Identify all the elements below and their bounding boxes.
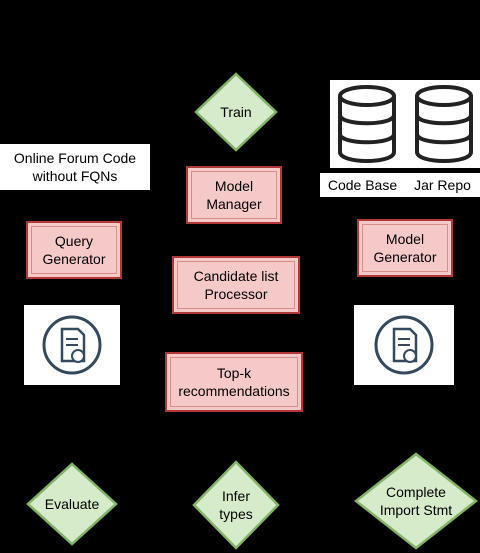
- evaluate-decision: Evaluate: [26, 462, 118, 546]
- infer-types-label: Infer types: [219, 487, 253, 522]
- query-document-panel: [24, 305, 120, 385]
- train-diamond-shape: [194, 72, 278, 152]
- topk-recommendations-node: Top-k recommendations: [165, 352, 303, 412]
- query-generator-node: Query Generator: [26, 221, 122, 279]
- database-icon: [338, 85, 396, 163]
- complete-import-label: Complete Import Stmt: [379, 483, 453, 518]
- train-decision: Train: [194, 72, 278, 152]
- jar-repo-label: Jar Repo: [405, 173, 480, 197]
- candidate-list-processor-node: Candidate list Processor: [172, 256, 300, 314]
- model-document-panel: [354, 305, 454, 385]
- infer-types-decision: Infer types: [192, 460, 280, 550]
- complete-import-diamond-shape: [354, 452, 478, 550]
- model-manager-node: Model Manager: [186, 166, 282, 224]
- repository-panel: [330, 80, 480, 168]
- model-generator-node: Model Generator: [357, 219, 453, 277]
- database-icon: [415, 85, 473, 163]
- complete-import-decision: Complete Import Stmt: [354, 452, 478, 550]
- evaluate-diamond-shape: [26, 462, 118, 546]
- document-icon: [374, 315, 434, 375]
- document-icon: [42, 315, 102, 375]
- evaluate-label: Evaluate: [44, 495, 100, 512]
- code-base-label: Code Base: [320, 173, 405, 197]
- online-forum-code-label: Online Forum Code without FQNs: [0, 144, 150, 190]
- infer-types-diamond-shape: [192, 460, 280, 550]
- database-icons: [338, 85, 473, 163]
- train-label: Train: [220, 103, 252, 120]
